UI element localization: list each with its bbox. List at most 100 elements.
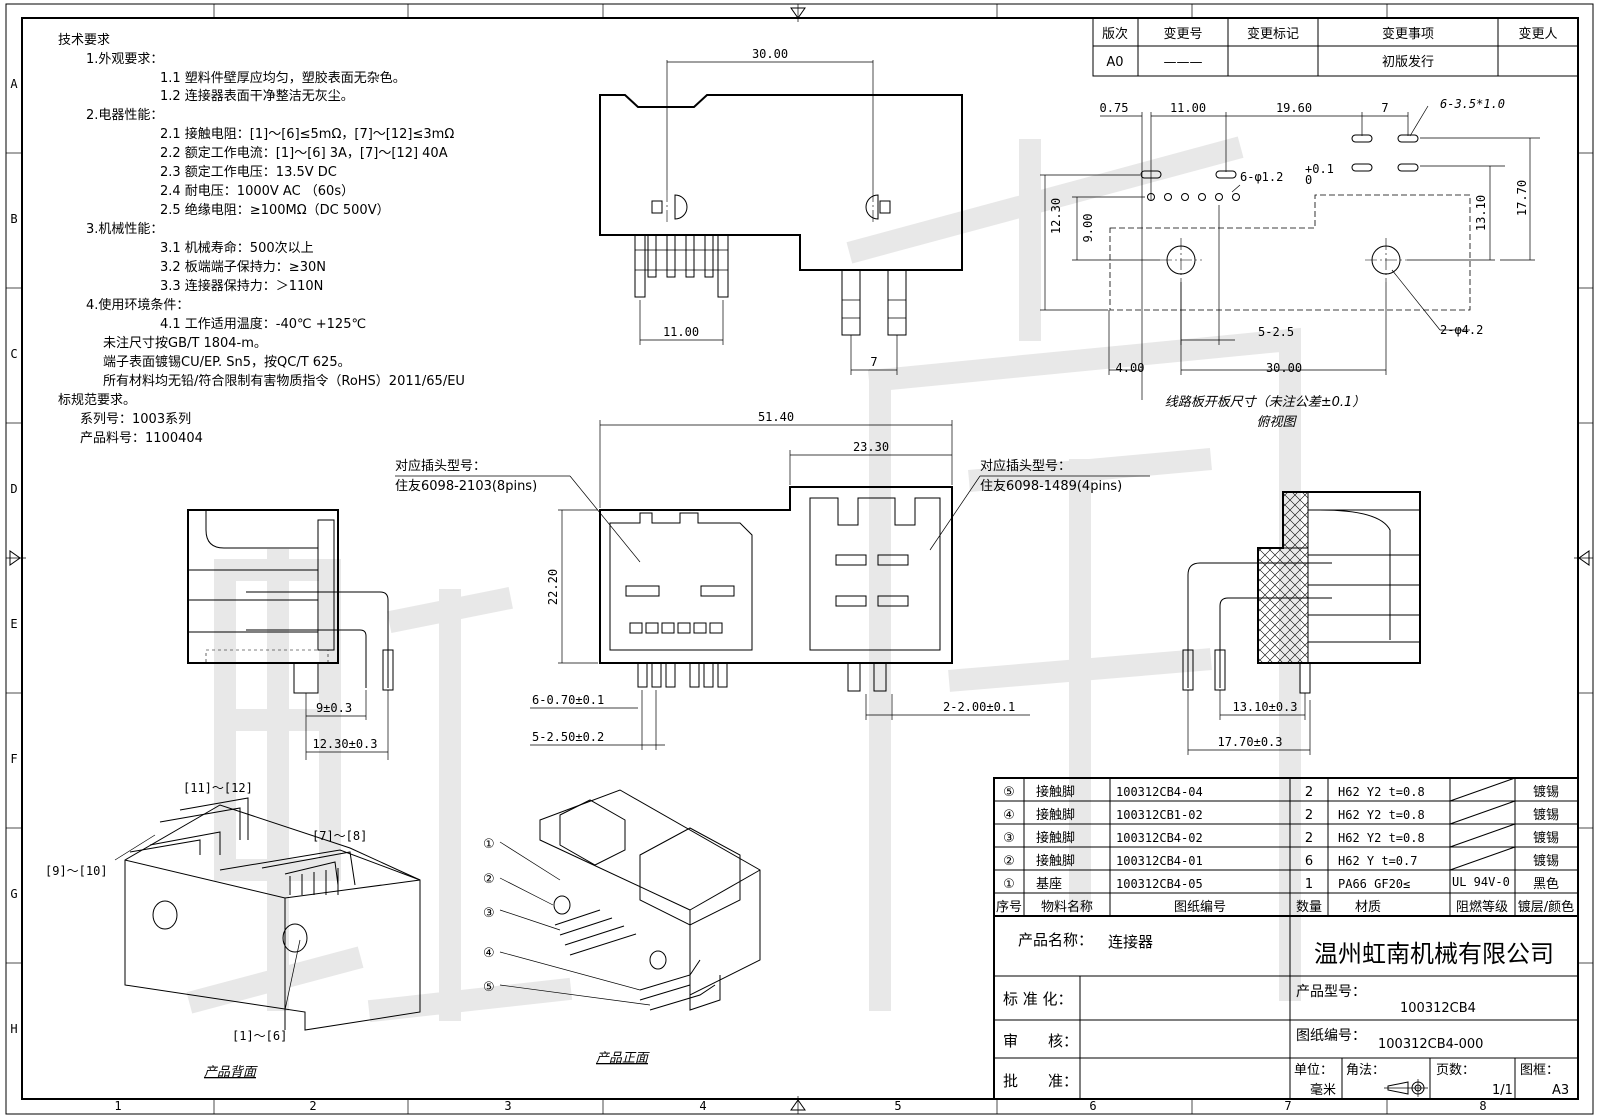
bom-seq: ⑤	[1003, 785, 1015, 800]
model-label: 产品型号：	[1296, 984, 1366, 1000]
tech-line: 未注尺寸按GB/T 1804-m。	[103, 336, 267, 351]
tech-line: 1.2 连接器表面干净整洁无灰尘。	[160, 88, 354, 104]
bom-header: 数量	[1296, 900, 1322, 915]
back-label-7-8: [7]～[8]	[312, 829, 367, 843]
dim-pcb-1310: 13.10	[1474, 195, 1488, 231]
title-block: 产品名称： 连接器 温州虹南机械有限公司 标 准 化： 审 核： 批 准： 产品…	[993, 915, 1579, 1100]
review-label: 审 核：	[1003, 1032, 1078, 1050]
bom-qty: 1	[1305, 877, 1313, 892]
bom-header: 序号	[996, 900, 1022, 915]
bom-drawing: 100312CB4-02	[1116, 831, 1203, 845]
bom-flame: UL 94V-0	[1452, 875, 1510, 889]
bom-header: 阻燃等级	[1456, 899, 1508, 915]
border-row-a: A	[10, 77, 18, 91]
back-label-9-10: [9]～[10]	[45, 864, 108, 878]
rev-cell: ———	[1164, 55, 1203, 70]
tech-line: 2.电器性能：	[86, 108, 163, 123]
dim-pcb-25: 5-2.5	[1258, 325, 1294, 339]
drawing-label: 图纸编号：	[1296, 1028, 1366, 1044]
iso-front-view: ① ② ③ ④ ⑤ 产品正面	[483, 789, 761, 1066]
dim-pcb-3000: 30.00	[1266, 361, 1302, 375]
unit-label: 单位：	[1294, 1063, 1333, 1078]
bom-material: H62 Y2 t=0.8	[1338, 785, 1425, 799]
std-label: 标 准 化：	[1003, 990, 1073, 1008]
dim-pcb-400: 4.00	[1116, 361, 1145, 375]
tech-line: 系列号：1003系列	[80, 412, 191, 427]
angle-label: 角法：	[1346, 1063, 1385, 1078]
mate-right-label: 对应插头型号：	[980, 458, 1071, 474]
frame-label: 图框：	[1520, 1063, 1559, 1078]
dim-pcb-hole: 6-φ1.2	[1240, 170, 1283, 184]
bom-header: 材质	[1355, 900, 1381, 915]
left-side-view: 9±0.3 12.30±0.3	[187, 509, 394, 760]
product-name: 连接器	[1108, 933, 1153, 951]
tech-line: 2.1 接触电阻：[1]～[6]≤5mΩ，[7]～[12]≤3mΩ	[160, 126, 454, 142]
tech-line: 2.4 耐电压：1000V AC （60s）	[160, 184, 354, 199]
dim-top-pitch: 11.00	[663, 325, 699, 339]
border-row-c: C	[10, 347, 17, 361]
tech-line: 端子表面镀锡CU/EP. Sn5，按QC/T 625。	[103, 354, 351, 370]
dim-pcb-1770: 17.70	[1515, 180, 1529, 216]
bom-drawing: 100312CB4-04	[1116, 785, 1203, 799]
bom-header: 物料名称	[1041, 899, 1093, 915]
front-balloon-5: ⑤	[483, 980, 495, 995]
tech-line: 3.机械性能：	[86, 222, 163, 237]
sheet-border: 1 2 3 4 5 6 7 8 A B C D E F G H	[5, 3, 1594, 1115]
dim-pcb-075: 0.75	[1100, 101, 1129, 115]
tech-line: 2.5 绝缘电阻：≥100MΩ（DC 500V）	[160, 202, 390, 218]
iso-back-view: [11]～[12] [9]～[10] [7]～[8] [1]～[6] 产品背面	[45, 781, 421, 1080]
dim-pcb-1100: 11.00	[1170, 101, 1206, 115]
bom-finish: 镀锡	[1533, 853, 1559, 869]
back-label-1-6: [1]～[6]	[232, 1029, 287, 1043]
bom-name: 接触脚	[1036, 830, 1075, 846]
page-label: 页数：	[1436, 1063, 1475, 1078]
tech-line: 2.2 额定工作电流：[1]～[6] 3A，[7]～[12] 40A	[160, 146, 448, 161]
border-col-3: 3	[504, 1099, 511, 1113]
tech-requirements: 技术要求 1.外观要求： 1.1 塑料件壁厚应均匀，塑胶表面无杂色。 1.2 连…	[58, 33, 465, 446]
model-value: 100312CB4	[1400, 1001, 1476, 1016]
border-row-g: G	[10, 887, 17, 901]
revision-table: 版次 变更号 变更标记 变更事项 变更人 A0 ——— 初版发行	[1092, 17, 1579, 77]
front-view-caption: 产品正面	[596, 1051, 650, 1066]
page-value: 1/1	[1492, 1083, 1513, 1098]
right-side-view: 13.10±0.3 17.70±0.3	[1182, 491, 1421, 755]
bom-drawing: 100312CB1-02	[1116, 808, 1203, 822]
bom-qty: 2	[1305, 785, 1313, 800]
front-balloon-2: ②	[483, 872, 495, 887]
tech-line: 2.3 额定工作电压：13.5V DC	[160, 165, 337, 180]
rev-header: 变更事项	[1382, 26, 1434, 42]
dim-left-1230: 12.30±0.3	[312, 737, 377, 751]
bom-drawing: 100312CB4-01	[1116, 854, 1203, 868]
tech-line: 1.1 塑料件壁厚应均匀，塑胶表面无杂色。	[160, 70, 406, 86]
border-row-h: H	[10, 1022, 17, 1036]
tech-line: 3.2 板端端子保持力：≥30N	[160, 260, 326, 275]
dim-pcb-tol-dn: 0	[1305, 173, 1312, 187]
bom-qty: 2	[1305, 808, 1313, 823]
dim-left-9: 9±0.3	[316, 701, 352, 715]
dim-pcb-7: 7	[1381, 101, 1388, 115]
border-row-b: B	[10, 212, 17, 226]
tech-line: 4.使用环境条件：	[86, 297, 189, 313]
rev-cell: A0	[1106, 55, 1123, 70]
dim-pcb-1960: 19.60	[1276, 101, 1312, 115]
dim-pcb-slot: 6-3.5*1.0	[1440, 97, 1505, 111]
pcb-caption: 线路板开板尺寸（未注公差±0.1）	[1165, 394, 1366, 410]
pcb-layout: 0.75 11.00 19.60 7 6-3.5*1.0 6-φ1.2 +0.1…	[1040, 97, 1540, 430]
company-name: 温州虹南机械有限公司	[1314, 940, 1554, 968]
bom-name: 接触脚	[1036, 784, 1075, 800]
back-label-11-12: [11]～[12]	[183, 781, 253, 795]
bom-material: H62 Y2 t=0.8	[1338, 831, 1425, 845]
dim-right-1770: 17.70±0.3	[1217, 735, 1282, 749]
dim-front-070: 6-0.70±0.1	[532, 693, 604, 707]
approve-label: 批 准：	[1003, 1072, 1078, 1090]
bom-name: 接触脚	[1036, 853, 1075, 869]
dim-front-250: 5-2.50±0.2	[532, 730, 604, 744]
dim-pcb-1230: 12.30	[1049, 198, 1063, 234]
bom-seq: ③	[1003, 831, 1015, 846]
rev-header: 变更人	[1518, 26, 1557, 42]
tech-line: 1.外观要求：	[86, 52, 163, 67]
border-col-4: 4	[699, 1099, 706, 1113]
border-col-8: 8	[1479, 1099, 1486, 1113]
mate-left-label: 对应插头型号：	[395, 458, 486, 474]
dim-right-1310: 13.10±0.3	[1232, 700, 1297, 714]
